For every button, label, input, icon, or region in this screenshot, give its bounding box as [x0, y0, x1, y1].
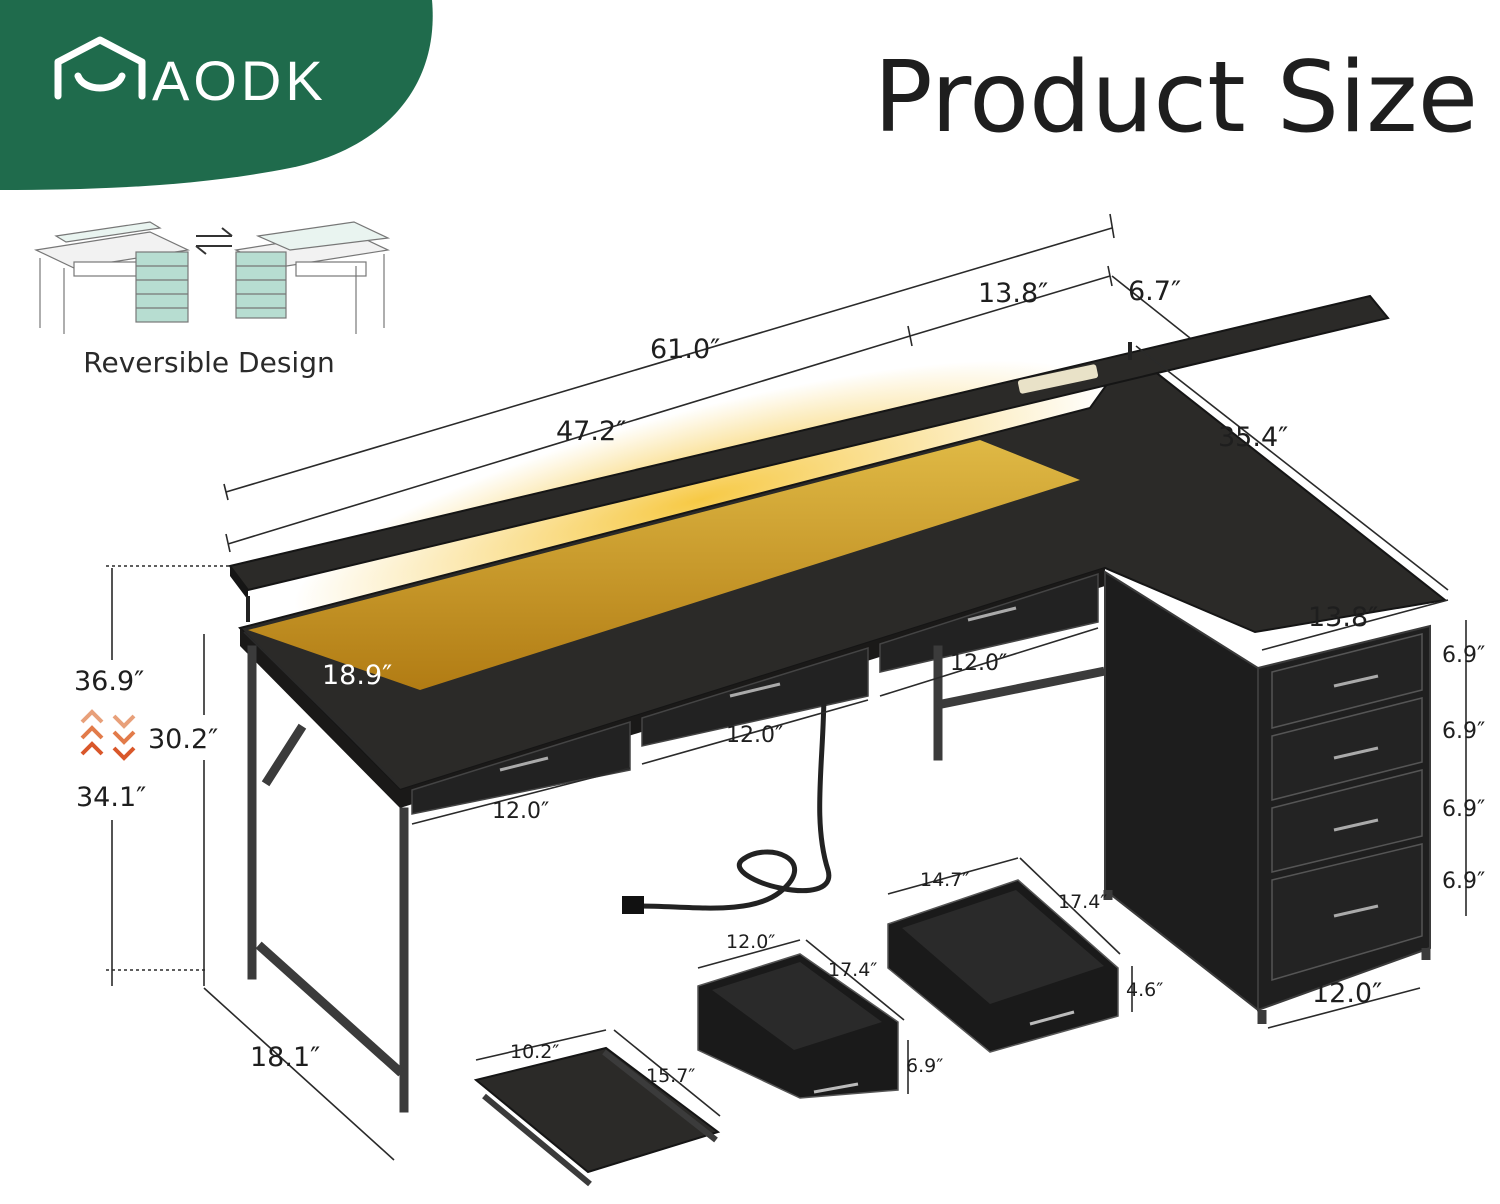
monitor-shelf-edge [230, 566, 248, 600]
big-drawer [887, 879, 1119, 1053]
small-drawer [697, 953, 899, 1099]
dim-shelf-back: 13.8″ [978, 278, 1048, 309]
desk-drawer-1 [411, 720, 631, 815]
dim-small-drawer-width: 12.0″ [726, 931, 775, 953]
dim-cab-drawer-4: 6.9″ [1442, 869, 1485, 894]
desk-frame [247, 645, 1106, 1113]
dim-side-length: 35.4″ [1218, 422, 1288, 453]
cabinet-drawer-3 [1271, 769, 1423, 873]
desk-drawer-2 [641, 646, 869, 747]
keyboard-tray [473, 1046, 721, 1187]
cabinet-drawers [1271, 633, 1423, 982]
dim-tray-width: 10.2″ [510, 1041, 559, 1063]
dim-cab-drawer-2: 6.9″ [1442, 719, 1485, 744]
power-cable [639, 689, 832, 911]
dim-small-drawer-height: 6.9″ [906, 1055, 943, 1077]
cabinet-drawer-1 [1271, 633, 1423, 729]
dim-tray-depth: 15.7″ [646, 1065, 695, 1087]
dim-total-length: 61.0″ [650, 334, 720, 365]
brand-logo-icon [54, 36, 146, 100]
cabinet-side [1104, 570, 1259, 1013]
dim-drawer-front-1: 12.0″ [492, 799, 549, 824]
dim-drawer-front-3: 12.0″ [950, 651, 1007, 676]
dim-main-depth: 18.9″ [322, 660, 392, 691]
mini-desk-left [33, 221, 191, 334]
dim-small-drawer-depth: 17.4″ [828, 959, 877, 981]
reversible-label: Reversible Design [83, 346, 334, 379]
swap-icon [195, 227, 233, 255]
reversible-design-illustration: Reversible Design [33, 221, 391, 379]
plug-icon [622, 896, 644, 914]
dim-under-height: 34.1″ [76, 782, 146, 813]
dim-main-length: 47.2″ [556, 416, 626, 447]
desk-top-led-surface [248, 440, 1080, 690]
dim-big-drawer-depth: 17.4″ [1058, 891, 1107, 913]
l-desk [228, 294, 1448, 1113]
dim-shelf-end: 6.7″ [1128, 276, 1181, 307]
dim-drawer-front-2: 12.0″ [726, 723, 783, 748]
desk-front-edge [240, 628, 400, 808]
dim-leg-depth: 18.1″ [250, 1042, 320, 1073]
dim-total-height: 36.9″ [74, 666, 144, 697]
dim-cab-drawer-3: 6.9″ [1442, 797, 1485, 822]
brand-name: AODK [152, 49, 327, 112]
power-strip-icon [1017, 364, 1099, 394]
cabinet-drawer-2 [1271, 697, 1423, 801]
mini-desk-right [233, 221, 391, 334]
dim-cab-drawer-1: 6.9″ [1442, 643, 1485, 668]
dim-cabinet-width: 13.8″ [1308, 602, 1378, 633]
brand-header: AODK [0, 0, 433, 190]
dim-big-drawer-height: 4.6″ [1126, 979, 1163, 1001]
height-adjust-icon [80, 709, 136, 761]
dim-big-drawer-width: 14.7″ [920, 869, 969, 891]
page-title: Product Size [874, 41, 1478, 155]
dimension-labels: 61.0″ 47.2″ 13.8″ 6.7″ 35.4″ 18.9″ 13.8″… [74, 276, 1485, 1087]
dimension-lines [106, 213, 1467, 1161]
dim-cabinet-base: 12.0″ [1312, 978, 1382, 1009]
dim-desk-height: 30.2″ [148, 724, 218, 755]
